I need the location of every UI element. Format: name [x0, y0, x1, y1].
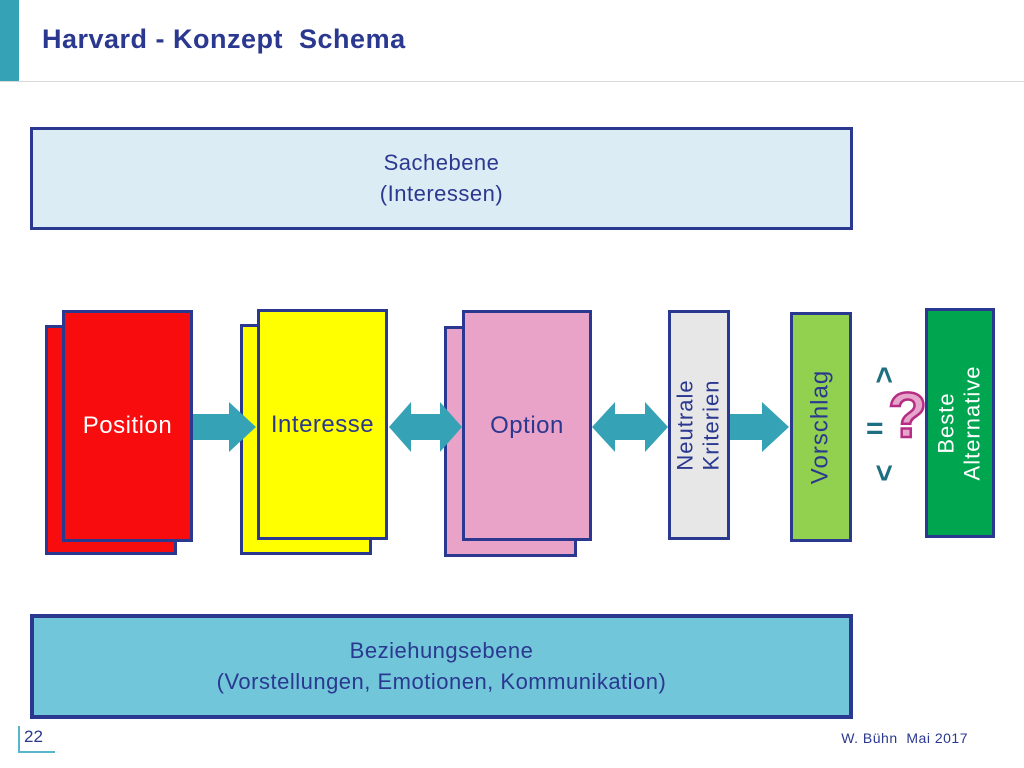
- neutrale-kriterien-card: Neutrale Kriterien: [668, 310, 730, 540]
- question-mark-icon: ?: [887, 378, 929, 453]
- arrow-position-to-interesse: [193, 402, 256, 452]
- arrow-kriterien-to-vorschlag: [730, 402, 789, 452]
- beziehungsebene-box: Beziehungsebene (Vorstellungen, Emotione…: [30, 614, 853, 719]
- vorschlag-label: Vorschlag: [807, 370, 836, 484]
- beste-alternative-label: Beste Alternative: [934, 366, 987, 481]
- beziehungsebene-line2: (Vorstellungen, Emotionen, Kommunikation…: [216, 668, 667, 694]
- alternative-line: Alternative: [960, 365, 985, 481]
- less-than-glyph: <: [868, 456, 901, 490]
- less-than-text: <: [867, 464, 901, 482]
- beziehungsebene-line1: Beziehungsebene: [349, 637, 534, 663]
- page-title: Harvard - Konzept Schema: [42, 24, 406, 54]
- position-card: Position: [62, 310, 193, 542]
- neutrale-line: Neutrale: [672, 379, 698, 471]
- header-divider: [0, 81, 1024, 82]
- beste-alternative-card: Beste Alternative: [925, 308, 995, 538]
- option-label: Option: [490, 411, 564, 439]
- sachebene-line1: Sachebene: [383, 149, 500, 175]
- neutrale-kriterien-label: Neutrale Kriterien: [673, 379, 726, 470]
- comparison-group: > = ? <: [858, 350, 930, 505]
- interesse-card: Interesse: [257, 309, 388, 540]
- sachebene-box: Sachebene (Interessen): [30, 127, 853, 230]
- page-number: 22: [18, 726, 55, 753]
- beste-line: Beste: [933, 392, 959, 454]
- option-card: Option: [462, 310, 592, 541]
- accent-bar: [0, 0, 19, 81]
- vorschlag-card: Vorschlag: [790, 312, 852, 542]
- vorschlag-text: Vorschlag: [806, 369, 834, 485]
- arrow-option-kriterien: [592, 402, 668, 452]
- equals-glyph: =: [866, 412, 884, 445]
- position-label: Position: [82, 412, 173, 439]
- interesse-label: Interesse: [270, 410, 375, 438]
- footer-credit: W. Bühn Mai 2017: [841, 730, 968, 746]
- sachebene-line2: (Interessen): [379, 180, 504, 206]
- kriterien-line: Kriterien: [699, 379, 724, 471]
- arrow-interesse-option: [389, 402, 462, 452]
